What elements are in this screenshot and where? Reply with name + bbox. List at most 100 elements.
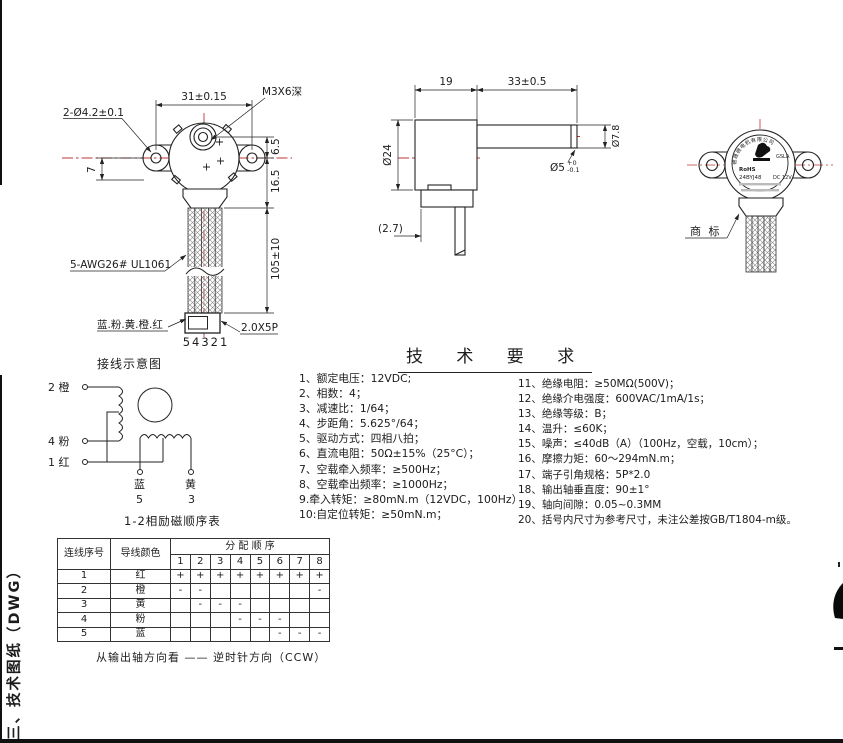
terminal-3-yellow-num: 3 xyxy=(188,493,195,506)
mark xyxy=(249,583,271,599)
mark xyxy=(170,626,191,642)
mark xyxy=(189,612,211,628)
section-title-vertical: 三、技术图纸（DWG） xyxy=(7,562,23,740)
table-row: 5 蓝 - - - xyxy=(57,626,330,642)
mark: + xyxy=(229,568,251,584)
trademark-pointer xyxy=(685,213,740,239)
dim-shaft-len: 33±0.5 xyxy=(508,76,547,88)
tech-item: 1、额定电压：12VDC; xyxy=(299,372,412,385)
rohs-mark: RoHS xyxy=(739,167,756,173)
nameplate-tel-line xyxy=(741,189,779,192)
step-number: 8 xyxy=(309,554,330,570)
step-number: 7 xyxy=(289,554,311,570)
wire-no: 2 xyxy=(57,583,111,599)
mark: + xyxy=(289,568,311,584)
terminal-4-pink: 4 粉 xyxy=(48,435,70,448)
step-number: 1 xyxy=(170,554,191,570)
back-motor-body xyxy=(698,129,822,217)
nameplate-url-line xyxy=(739,183,781,186)
left-border-bottom-segment xyxy=(0,375,2,743)
terminal-5-blue-num: 5 xyxy=(136,493,143,506)
tech-item: 19、轴向间隙：0.05~0.3MM xyxy=(518,498,662,511)
edge-tick xyxy=(838,562,840,567)
terminal-5-blue-color: 蓝 xyxy=(134,478,145,491)
lead-spec: 5-AWG26# UL1061 xyxy=(70,259,171,271)
mark: - xyxy=(249,612,271,628)
bird-logo xyxy=(755,142,771,158)
mark xyxy=(170,612,191,628)
tech-item: 11、绝缘电阻：≥50MΩ(500V)； xyxy=(518,378,680,390)
dim-shaft-tol-dn: -0.1 xyxy=(567,166,580,174)
wiring-title: 接线示意图 xyxy=(97,356,162,371)
tech-item: 18、输出轴垂直度：90±1° xyxy=(518,483,650,496)
mark xyxy=(289,597,311,613)
mark xyxy=(170,597,191,613)
side-dimensions xyxy=(391,85,611,242)
wiring-lines xyxy=(82,384,194,475)
col-header-sequence: 分 配 顺 序 xyxy=(170,538,330,555)
tech-item: 10:自定位转矩：≥50mN.m； xyxy=(299,507,448,521)
mark: - xyxy=(209,597,231,613)
wire-no: 3 xyxy=(57,597,111,613)
step-number: 6 xyxy=(269,554,291,570)
excitation-sequence-table: 连线序号 导线颜色 分 配 顺 序 1 2 3 4 5 6 7 8 1 红 + … xyxy=(57,538,330,642)
dim-mount-span: 31±0.15 xyxy=(181,91,227,103)
dim-screw: M3X6深 xyxy=(262,86,302,98)
col-header-wire-color: 导线颜色 xyxy=(110,538,171,570)
back-wire-bundle xyxy=(745,215,777,273)
wire-color: 橙 xyxy=(110,583,171,599)
mark xyxy=(229,626,251,642)
mark: + xyxy=(209,568,231,584)
mark: - xyxy=(229,597,251,613)
wire-color: 黄 xyxy=(110,597,171,613)
mark: - xyxy=(309,626,330,642)
step-number: 2 xyxy=(189,554,211,570)
dim-holes: 2-Ø4.2±0.1 xyxy=(63,107,124,119)
mark xyxy=(209,583,231,599)
tech-item: 6、直流电阻：50Ω±15%（25°C）； xyxy=(299,447,480,461)
mark: + xyxy=(309,568,330,584)
edge-dash xyxy=(834,647,843,650)
bottom-border xyxy=(0,739,843,743)
trademark-label: 商 标 xyxy=(690,224,722,238)
dim-tab: (2.7) xyxy=(378,223,403,235)
tech-item: 9.牵入转矩：≥80mN.m（12VDC，100Hz） xyxy=(299,492,523,506)
tech-item: 14、温升：≤60K； xyxy=(518,423,613,436)
connector-spec: 2.0X5P xyxy=(241,322,278,334)
step-number: 5 xyxy=(249,554,271,570)
tech-item: 12、绝缘介电强度：600VAC/1mA/1s； xyxy=(518,393,711,406)
mark: - xyxy=(189,583,211,599)
mark: + xyxy=(269,568,291,584)
mark: - xyxy=(170,583,191,599)
logo-bar xyxy=(753,158,770,161)
lead-colors: 蓝.粉.黄.橙.红 xyxy=(97,318,163,331)
terminal-3-yellow-color: 黄 xyxy=(185,477,196,491)
step-number: 4 xyxy=(229,554,251,570)
tech-item: 3、减速比：1/64； xyxy=(299,402,395,416)
table-row: 4 粉 - - - xyxy=(57,612,330,628)
mark: - xyxy=(189,597,211,613)
wire-color: 蓝 xyxy=(110,626,171,642)
dim-body-dia: Ø24 xyxy=(382,144,394,166)
mark: - xyxy=(229,612,251,628)
wire-no: 5 xyxy=(57,626,111,642)
front-connector xyxy=(184,312,221,334)
mark xyxy=(289,583,311,599)
step-number-row: 1 2 3 4 5 6 7 8 xyxy=(58,554,330,570)
step-number: 3 xyxy=(209,554,231,570)
back-view-drawing: 德晟微电机有限公司 GSLA RoHS 24BYJ48 DC 12V 商 标 xyxy=(685,119,833,273)
mark xyxy=(309,612,330,628)
mark: + xyxy=(189,568,211,584)
mark xyxy=(249,626,271,642)
tech-requirements-title: 技 术 要 求 xyxy=(398,342,593,373)
terminal-2-orange: 2 橙 xyxy=(48,380,70,394)
wire-no: 4 xyxy=(57,612,111,628)
rotation-direction-note: 从输出轴方向看 —— 逆时针方向（CCW） xyxy=(96,651,327,664)
wiring-diagram: 接线示意图 2 橙 4 粉 1 红 蓝 5 黄 3 xyxy=(48,356,196,506)
dim-lead-length: 105±10 xyxy=(270,238,282,280)
tech-requirements-right: 11、绝缘电阻：≥50MΩ(500V)； 12、绝缘介电强度：600VAC/1m… xyxy=(518,377,797,528)
edge-blob xyxy=(833,583,843,619)
mark xyxy=(229,583,251,599)
tech-item: 4、步距角：5.625°/64； xyxy=(299,417,425,431)
